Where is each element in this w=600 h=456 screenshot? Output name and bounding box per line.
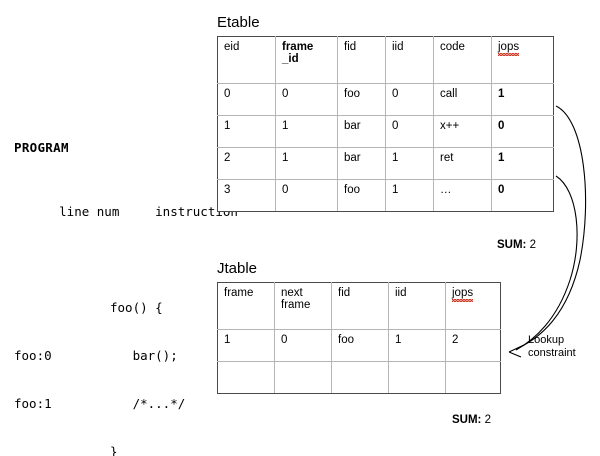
program-line-instruction: foo() {: [110, 300, 163, 315]
etable-cell-frame-id: 0: [275, 83, 338, 116]
etable-title: Etable: [217, 14, 260, 31]
jtable-col-jops: jops: [445, 282, 501, 330]
etable-sum-value: 2: [529, 239, 536, 251]
etable-cell-iid: 1: [385, 147, 434, 180]
program-spacer: [14, 236, 214, 252]
etable-cell-frame-id: 1: [275, 147, 338, 180]
etable-cell-code: …: [433, 179, 492, 212]
program-line-instruction: }: [110, 444, 118, 456]
lookup-constraint-line2: constraint: [528, 347, 576, 359]
jtable-sum: SUM: 2: [452, 414, 491, 426]
jops-link-arrowhead: [508, 344, 525, 358]
etable-cell-eid: 3: [217, 179, 276, 212]
jtable-cell-iid: [388, 361, 446, 394]
jtable-cell-next-frame: [274, 361, 332, 394]
etable-cell-jops: 0: [491, 115, 554, 148]
etable-cell-code: ret: [433, 147, 492, 180]
etable-col-jops-text: jops: [498, 41, 520, 56]
program-line: }: [14, 444, 214, 456]
jtable-col-frame: frame: [217, 282, 275, 330]
jtable-col-iid: iid: [388, 282, 446, 330]
etable-col-frame-id: frame _id: [275, 36, 338, 84]
etable-cell-eid: 2: [217, 147, 276, 180]
etable-cell-iid: 0: [385, 115, 434, 148]
etable-cell-jops: 0: [491, 179, 554, 212]
program-line-instruction: bar();: [110, 348, 178, 363]
etable: eid frame _id fid iid code jops 0 0 foo …: [217, 36, 554, 212]
jtable-title: Jtable: [217, 260, 258, 277]
etable-cell-eid: 1: [217, 115, 276, 148]
jtable-cell-iid: 1: [388, 329, 446, 362]
table-row: [217, 361, 501, 394]
etable-col-jops: jops: [491, 36, 554, 84]
etable-cell-eid: 0: [217, 83, 276, 116]
program-line: foo() {: [14, 300, 214, 316]
table-row: 2 1 bar 1 ret 1: [217, 147, 554, 180]
table-row: 3 0 foo 1 … 0: [217, 179, 554, 212]
jtable-cell-fid: foo: [331, 329, 389, 362]
etable-col-iid: iid: [385, 36, 434, 84]
jtable-cell-jops: 2: [445, 329, 501, 362]
table-row: 1 1 bar 0 x++ 0: [217, 115, 554, 148]
program-line-number: foo:0: [14, 348, 52, 363]
etable-col-code: code: [433, 36, 492, 84]
etable-cell-fid: foo: [337, 83, 386, 116]
jtable-cell-frame: 1: [217, 329, 275, 362]
jtable-sum-key: SUM:: [452, 414, 482, 426]
etable-cell-jops: 1: [491, 83, 554, 116]
etable-cell-frame-id: 0: [275, 179, 338, 212]
program-heading: PROGRAM: [14, 140, 69, 155]
etable-sum: SUM: 2: [497, 239, 536, 251]
lookup-constraint-annotation: Lookup constraint: [528, 334, 576, 360]
etable-cell-code: x++: [433, 115, 492, 148]
program-line: foo:1 /*...*/: [14, 396, 214, 412]
etable-col-fid: fid: [337, 36, 386, 84]
etable-cell-fid: foo: [337, 179, 386, 212]
jtable-cell-fid: [331, 361, 389, 394]
jtable: frame next frame fid iid jops 1 0 foo 1 …: [217, 282, 501, 394]
etable-cell-iid: 1: [385, 179, 434, 212]
etable-cell-code: call: [433, 83, 492, 116]
program-col-linenum-label: line num: [59, 204, 120, 219]
etable-sum-key: SUM:: [497, 239, 527, 251]
etable-col-eid: eid: [217, 36, 276, 84]
jtable-col-jops-text: jops: [452, 287, 474, 302]
etable-cell-frame-id: 1: [275, 115, 338, 148]
table-row: 0 0 foo 0 call 1: [217, 83, 554, 116]
table-row: 1 0 foo 1 2: [217, 329, 501, 362]
table-header-row: frame next frame fid iid jops: [217, 282, 501, 330]
jtable-sum-value: 2: [484, 414, 491, 426]
etable-cell-fid: bar: [337, 147, 386, 180]
table-header-row: eid frame _id fid iid code jops: [217, 36, 554, 84]
etable-cell-fid: bar: [337, 115, 386, 148]
lookup-constraint-line1: Lookup: [528, 334, 565, 346]
jtable-cell-frame: [217, 361, 275, 394]
program-line-instruction: /*...*/: [110, 396, 186, 411]
jtable-cell-next-frame: 0: [274, 329, 332, 362]
program-line-number: foo:1: [14, 396, 52, 411]
jtable-cell-jops: [445, 361, 501, 394]
jtable-col-next-frame: next frame: [274, 282, 332, 330]
etable-cell-jops: 1: [491, 147, 554, 180]
jtable-col-fid: fid: [331, 282, 389, 330]
etable-cell-iid: 0: [385, 83, 434, 116]
program-line: foo:0 bar();: [14, 348, 214, 364]
